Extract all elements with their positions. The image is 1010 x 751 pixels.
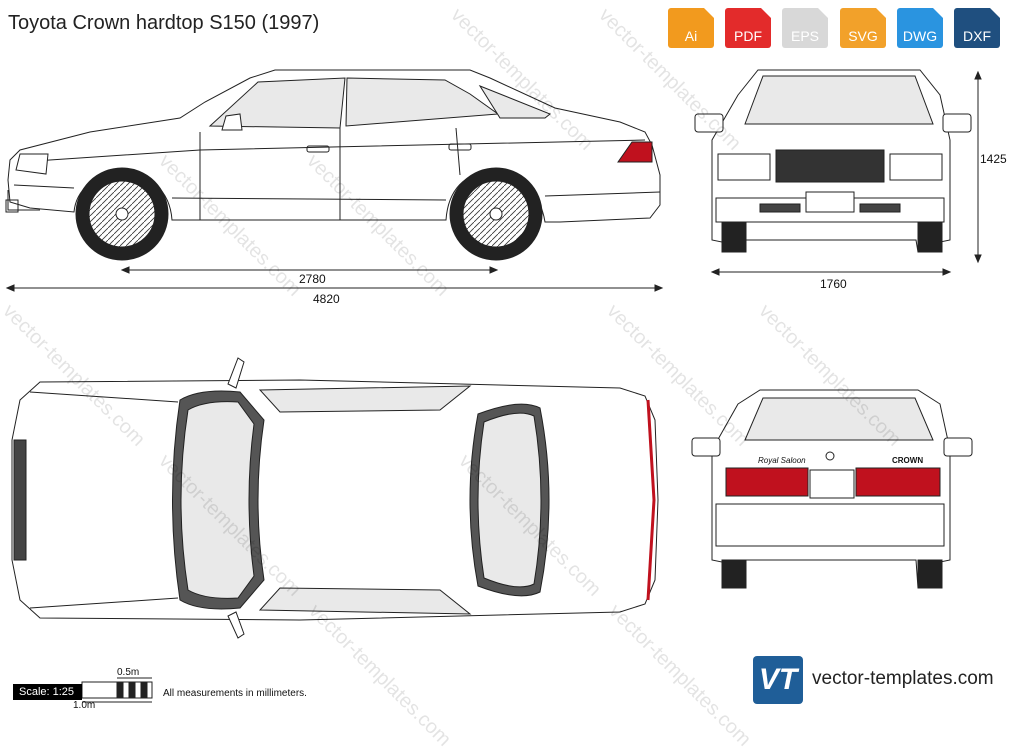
dwg-format-icon[interactable]: DWG xyxy=(897,8,943,48)
brand-logo-icon[interactable]: VT xyxy=(753,656,803,704)
ai-format-icon[interactable]: Ai xyxy=(668,8,714,48)
brand-name[interactable]: vector-templates.com xyxy=(812,668,994,689)
scale-one-meter: 1.0m xyxy=(73,700,96,711)
page-title: Toyota Crown hardtop S150 (1997) xyxy=(8,12,320,34)
width-dimension: 1760 xyxy=(820,277,847,291)
front-view xyxy=(694,69,972,253)
scale-label: Scale: 1:25 xyxy=(13,684,82,700)
dxf-format-icon[interactable]: DXF xyxy=(954,8,1000,48)
side-wheels xyxy=(75,167,543,261)
format-label: DWG xyxy=(902,28,938,44)
svg-format-icon[interactable]: SVG xyxy=(840,8,886,48)
format-label: PDF xyxy=(734,28,762,44)
format-label: EPS xyxy=(790,28,819,44)
format-label: Ai xyxy=(684,28,698,44)
side-dimension-lines xyxy=(5,266,664,292)
scale-bar xyxy=(81,677,153,703)
height-dimension: 1425 xyxy=(980,152,1007,166)
rear-badge-right: CROWN xyxy=(892,456,924,465)
blueprint-drawing xyxy=(5,69,982,703)
front-dimension-lines xyxy=(710,70,982,276)
rear-view xyxy=(691,389,973,589)
measurement-note: All measurements in millimeters. xyxy=(163,688,307,699)
side-view xyxy=(5,69,661,223)
wheelbase-dimension: 2780 xyxy=(299,272,326,286)
format-label: DXF xyxy=(963,28,991,44)
length-dimension: 4820 xyxy=(313,292,340,306)
top-view xyxy=(11,357,659,639)
rear-badge-left: Royal Saloon xyxy=(758,456,806,465)
eps-format-icon[interactable]: EPS xyxy=(782,8,828,48)
pdf-format-icon[interactable]: PDF xyxy=(725,8,771,48)
scale-half-meter: 0.5m xyxy=(117,667,140,678)
format-label: SVG xyxy=(848,28,878,44)
